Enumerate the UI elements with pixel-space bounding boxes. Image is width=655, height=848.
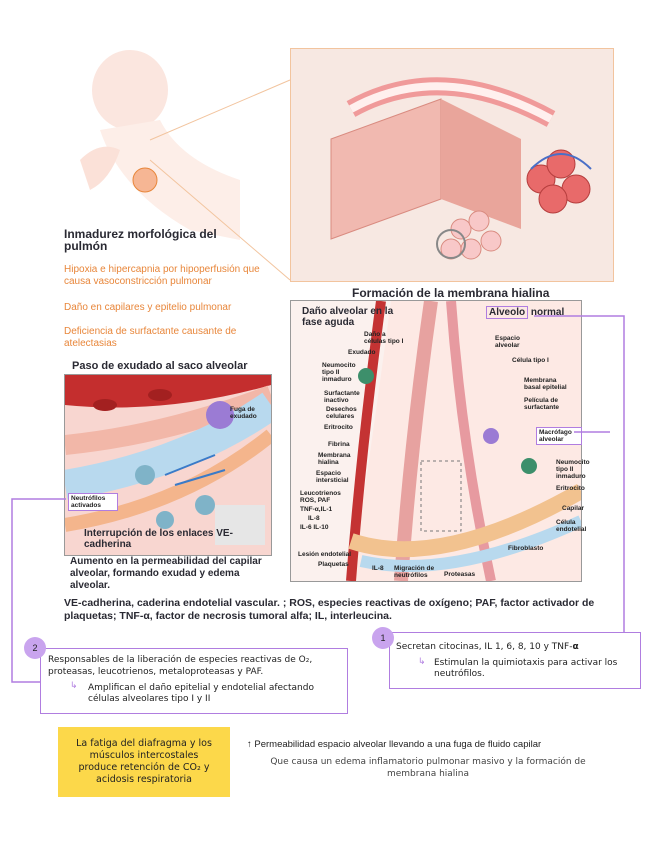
- hr-label: Eritrocito: [556, 485, 585, 492]
- normal-title-word1: Alveolo: [486, 306, 529, 319]
- hr-label: Espacio alveolar: [495, 335, 520, 349]
- box1-line1: Secretan citocinas, IL 1, 6, 8, 10 y TNF…: [396, 642, 636, 652]
- hl-label: TNF-α,IL-1: [300, 506, 333, 513]
- lung-panel: [290, 48, 614, 282]
- hl-label: IL-8: [372, 565, 384, 572]
- fuga-label: Fuga de exudado: [230, 406, 257, 420]
- abbreviations: VE-cadherina, caderina endotelial vascul…: [64, 597, 595, 622]
- hl-label: Neumocito tipo II inmaduro: [322, 362, 356, 383]
- permeability-title: ↑ Permeabilidad espacio alveolar llevand…: [247, 739, 542, 750]
- hl-label: IL-8: [308, 515, 320, 522]
- yellow-note-text: La fatiga del diafragma y los músculos i…: [76, 738, 212, 785]
- yellow-note: La fatiga del diafragma y los músculos i…: [58, 727, 230, 797]
- hl-label: Migración de neutrófilos: [394, 565, 435, 579]
- exudate-panel: [64, 374, 272, 556]
- hl-label: Daño a células tipo I: [364, 331, 404, 345]
- info-box-2: [40, 648, 348, 714]
- hl-label: Plaquetas: [318, 561, 349, 568]
- neutrofilos-label: Neutrófilos activados: [68, 493, 118, 511]
- hr-label: Neumocito tipo II inmaduro: [556, 459, 590, 480]
- left-item-2: Daño en capilares y epitelio pulmonar: [64, 302, 232, 313]
- exudate-title: Paso de exudado al saco alveolar: [72, 360, 248, 372]
- hl-label: Fibrina: [328, 441, 350, 448]
- hyaline-panel: [290, 300, 582, 582]
- normal-title-word2: normal: [530, 307, 565, 318]
- hr-label: Membrana basal epitelial: [524, 377, 567, 391]
- hl-label: Exudado: [348, 349, 376, 356]
- hl-label: Lesión endotelial: [298, 551, 352, 558]
- hl-label: IL-6 IL-10: [300, 524, 329, 531]
- box1-alpha: α: [572, 642, 579, 652]
- hr-label: Célula tipo I: [512, 357, 549, 364]
- permeability-subtitle: Que causa un edema inflamatorio pulmonar…: [270, 757, 586, 779]
- hr-label: Fibroblasto: [508, 545, 544, 552]
- arrow-icon: ↳: [418, 656, 426, 666]
- badge-2: 2: [24, 637, 46, 659]
- hr-label: Capilar: [562, 505, 585, 512]
- baby-illustration: [60, 40, 240, 240]
- hl-label: Surfactante inactivo: [324, 390, 360, 404]
- hl-label: Desechos celulares: [326, 406, 357, 420]
- left-panel-title: Inmadurez morfológica del pulmón: [64, 227, 217, 253]
- hr-label: Célula endotelial: [556, 519, 587, 533]
- normal-title: Alveolo normal: [486, 306, 565, 319]
- arrow-icon: ↳: [70, 680, 78, 690]
- box1-line2: Estimulan la quimiotaxis para activar lo…: [434, 658, 618, 679]
- box2-line2: Amplifican el daño epitelial y endotelia…: [88, 683, 314, 704]
- badge-1: 1: [372, 627, 394, 649]
- hyaline-title: Formación de la membrana hialina: [352, 286, 550, 300]
- left-item-3: Deficiencia de surfactante causante de a…: [64, 326, 237, 349]
- exudate-caption: Aumento en la permeabilidad del capilar …: [70, 556, 262, 591]
- hl-label: Eritrocito: [324, 424, 353, 431]
- left-item-1: Hipoxia e hipercapnia por hipoperfusión …: [64, 264, 260, 287]
- hl-label: Proteasas: [444, 571, 476, 578]
- hl-label: Membrana hialina: [318, 452, 351, 466]
- box1-line1-text: Secretan citocinas, IL 1, 6, 8, 10 y TNF…: [396, 642, 573, 652]
- ve-cadherina-title: Interrupción de los enlaces VE-cadherina: [84, 528, 233, 550]
- damage-title: Daño alveolar en la fase aguda: [302, 306, 394, 328]
- info-box-1: [389, 632, 641, 689]
- box2-line1: Responsables de la liberación de especie…: [48, 655, 313, 677]
- hl-label: Espacio intersticial: [316, 470, 349, 484]
- hl-label: Leucotrienos ROS, PAF: [300, 490, 341, 504]
- hr-label: Película de surfactante: [524, 397, 560, 411]
- macrofago-label: Macrófago alveolar: [536, 427, 582, 445]
